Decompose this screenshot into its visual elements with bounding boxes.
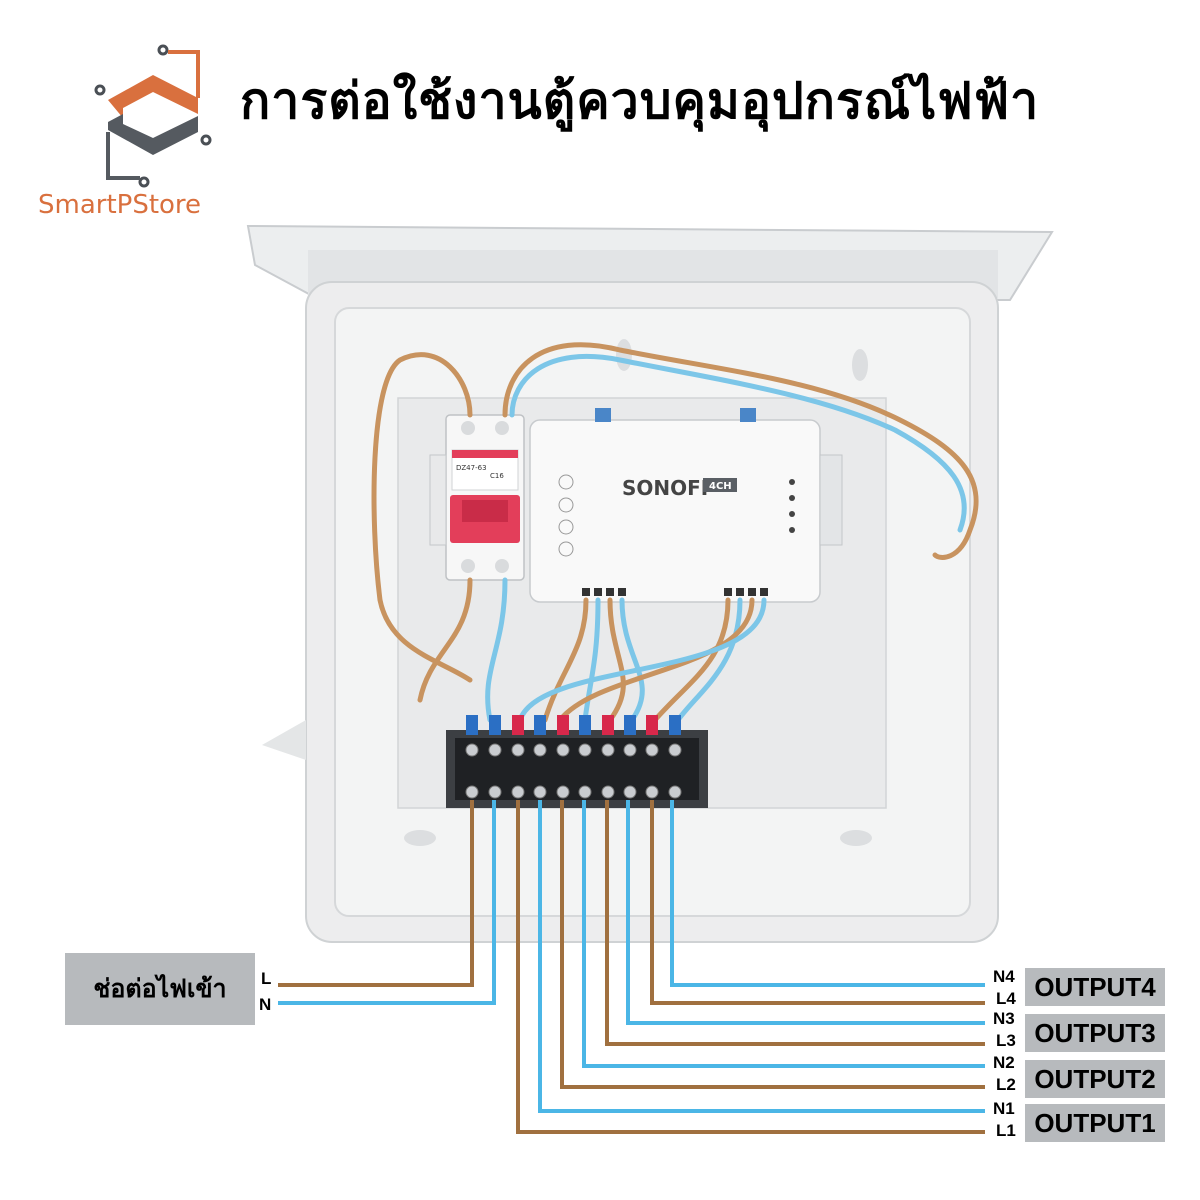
output1-l-label: L1 xyxy=(996,1121,1016,1140)
input-neutral-label: N xyxy=(259,995,272,1014)
smartpstore-logo xyxy=(94,44,212,188)
output2-label: OUTPUT2 xyxy=(1025,1060,1165,1098)
output4-l-label: L4 xyxy=(996,989,1016,1008)
breaker-model: DZ47-63 xyxy=(456,464,487,472)
internal-wiring xyxy=(371,342,979,723)
l4-wire xyxy=(650,800,985,1005)
output1-n-label: N1 xyxy=(993,1099,1015,1118)
output4-label: OUTPUT4 xyxy=(1025,968,1165,1006)
input-live-label: L xyxy=(261,969,272,988)
l1-wire xyxy=(516,800,985,1134)
module-model: 4CH xyxy=(709,481,732,492)
circuit-breaker xyxy=(429,414,525,581)
page-title: การต่อใช้งานตู้ควบคุมอุปกรณ์ไฟฟ้า xyxy=(240,72,1040,130)
output4-n-label: N4 xyxy=(993,967,1015,986)
l2-wire xyxy=(560,800,985,1089)
output2-n-label: N2 xyxy=(993,1053,1015,1072)
n2-wire xyxy=(582,800,985,1068)
output3-n-label: N3 xyxy=(993,1009,1015,1028)
breaker-rating: C16 xyxy=(490,472,504,480)
n3-wire xyxy=(626,800,985,1025)
output1-label: OUTPUT1 xyxy=(1025,1104,1165,1142)
input-neutral-wire xyxy=(278,800,496,1005)
smart-switch-module xyxy=(529,408,843,603)
mounting-tab xyxy=(262,720,306,760)
output3-l-label: L3 xyxy=(996,1031,1016,1050)
input-live-wire xyxy=(278,800,474,987)
external-wiring xyxy=(278,800,985,1134)
output2-l-label: L2 xyxy=(996,1075,1016,1094)
n1-wire xyxy=(538,800,985,1113)
module-model-badge xyxy=(703,478,737,492)
terminal-block xyxy=(446,715,708,808)
brand-name: SmartPStore xyxy=(38,190,202,220)
n4-wire xyxy=(670,800,985,987)
module-brand: SONOFF xyxy=(622,476,714,500)
power-input-label: ช่อต่อไฟเข้า xyxy=(65,953,255,1025)
output3-label: OUTPUT3 xyxy=(1025,1014,1165,1052)
l3-wire xyxy=(605,800,985,1046)
